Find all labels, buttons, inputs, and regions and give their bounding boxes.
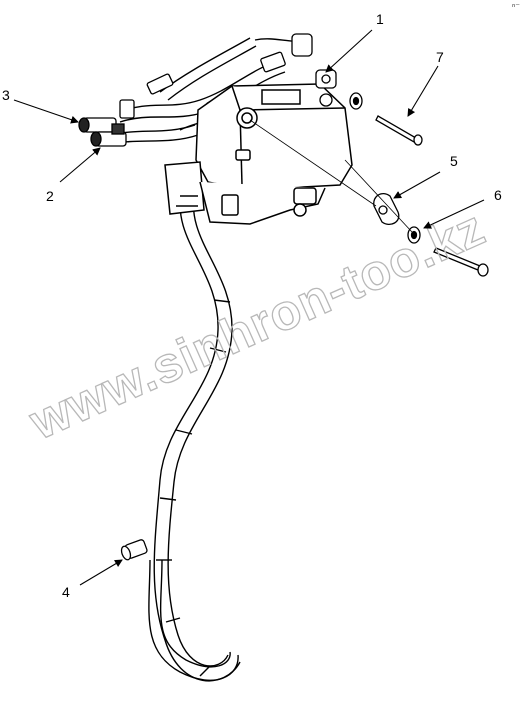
module-housing (164, 83, 353, 225)
mounting-bracket (315, 69, 337, 107)
bolt-6 (407, 226, 489, 277)
bolt-7 (349, 92, 423, 146)
leader-lines (13, 29, 485, 586)
corner-mark: ⁿ⁻ (512, 1, 520, 11)
callout-2: 2 (46, 188, 54, 204)
hose-fitting (120, 539, 148, 561)
callout-1: 1 (376, 11, 384, 27)
callout-3: 3 (2, 87, 10, 103)
callout-6: 6 (494, 187, 502, 203)
clamp-5 (373, 192, 400, 226)
callout-4: 4 (62, 584, 70, 600)
callout-7: 7 (436, 49, 444, 65)
assembly-centerline (249, 119, 413, 233)
hose-line (148, 189, 241, 682)
left-connectors (78, 117, 127, 147)
callout-5: 5 (450, 153, 458, 169)
watermark: www.sinhron-too.kz (21, 199, 493, 450)
